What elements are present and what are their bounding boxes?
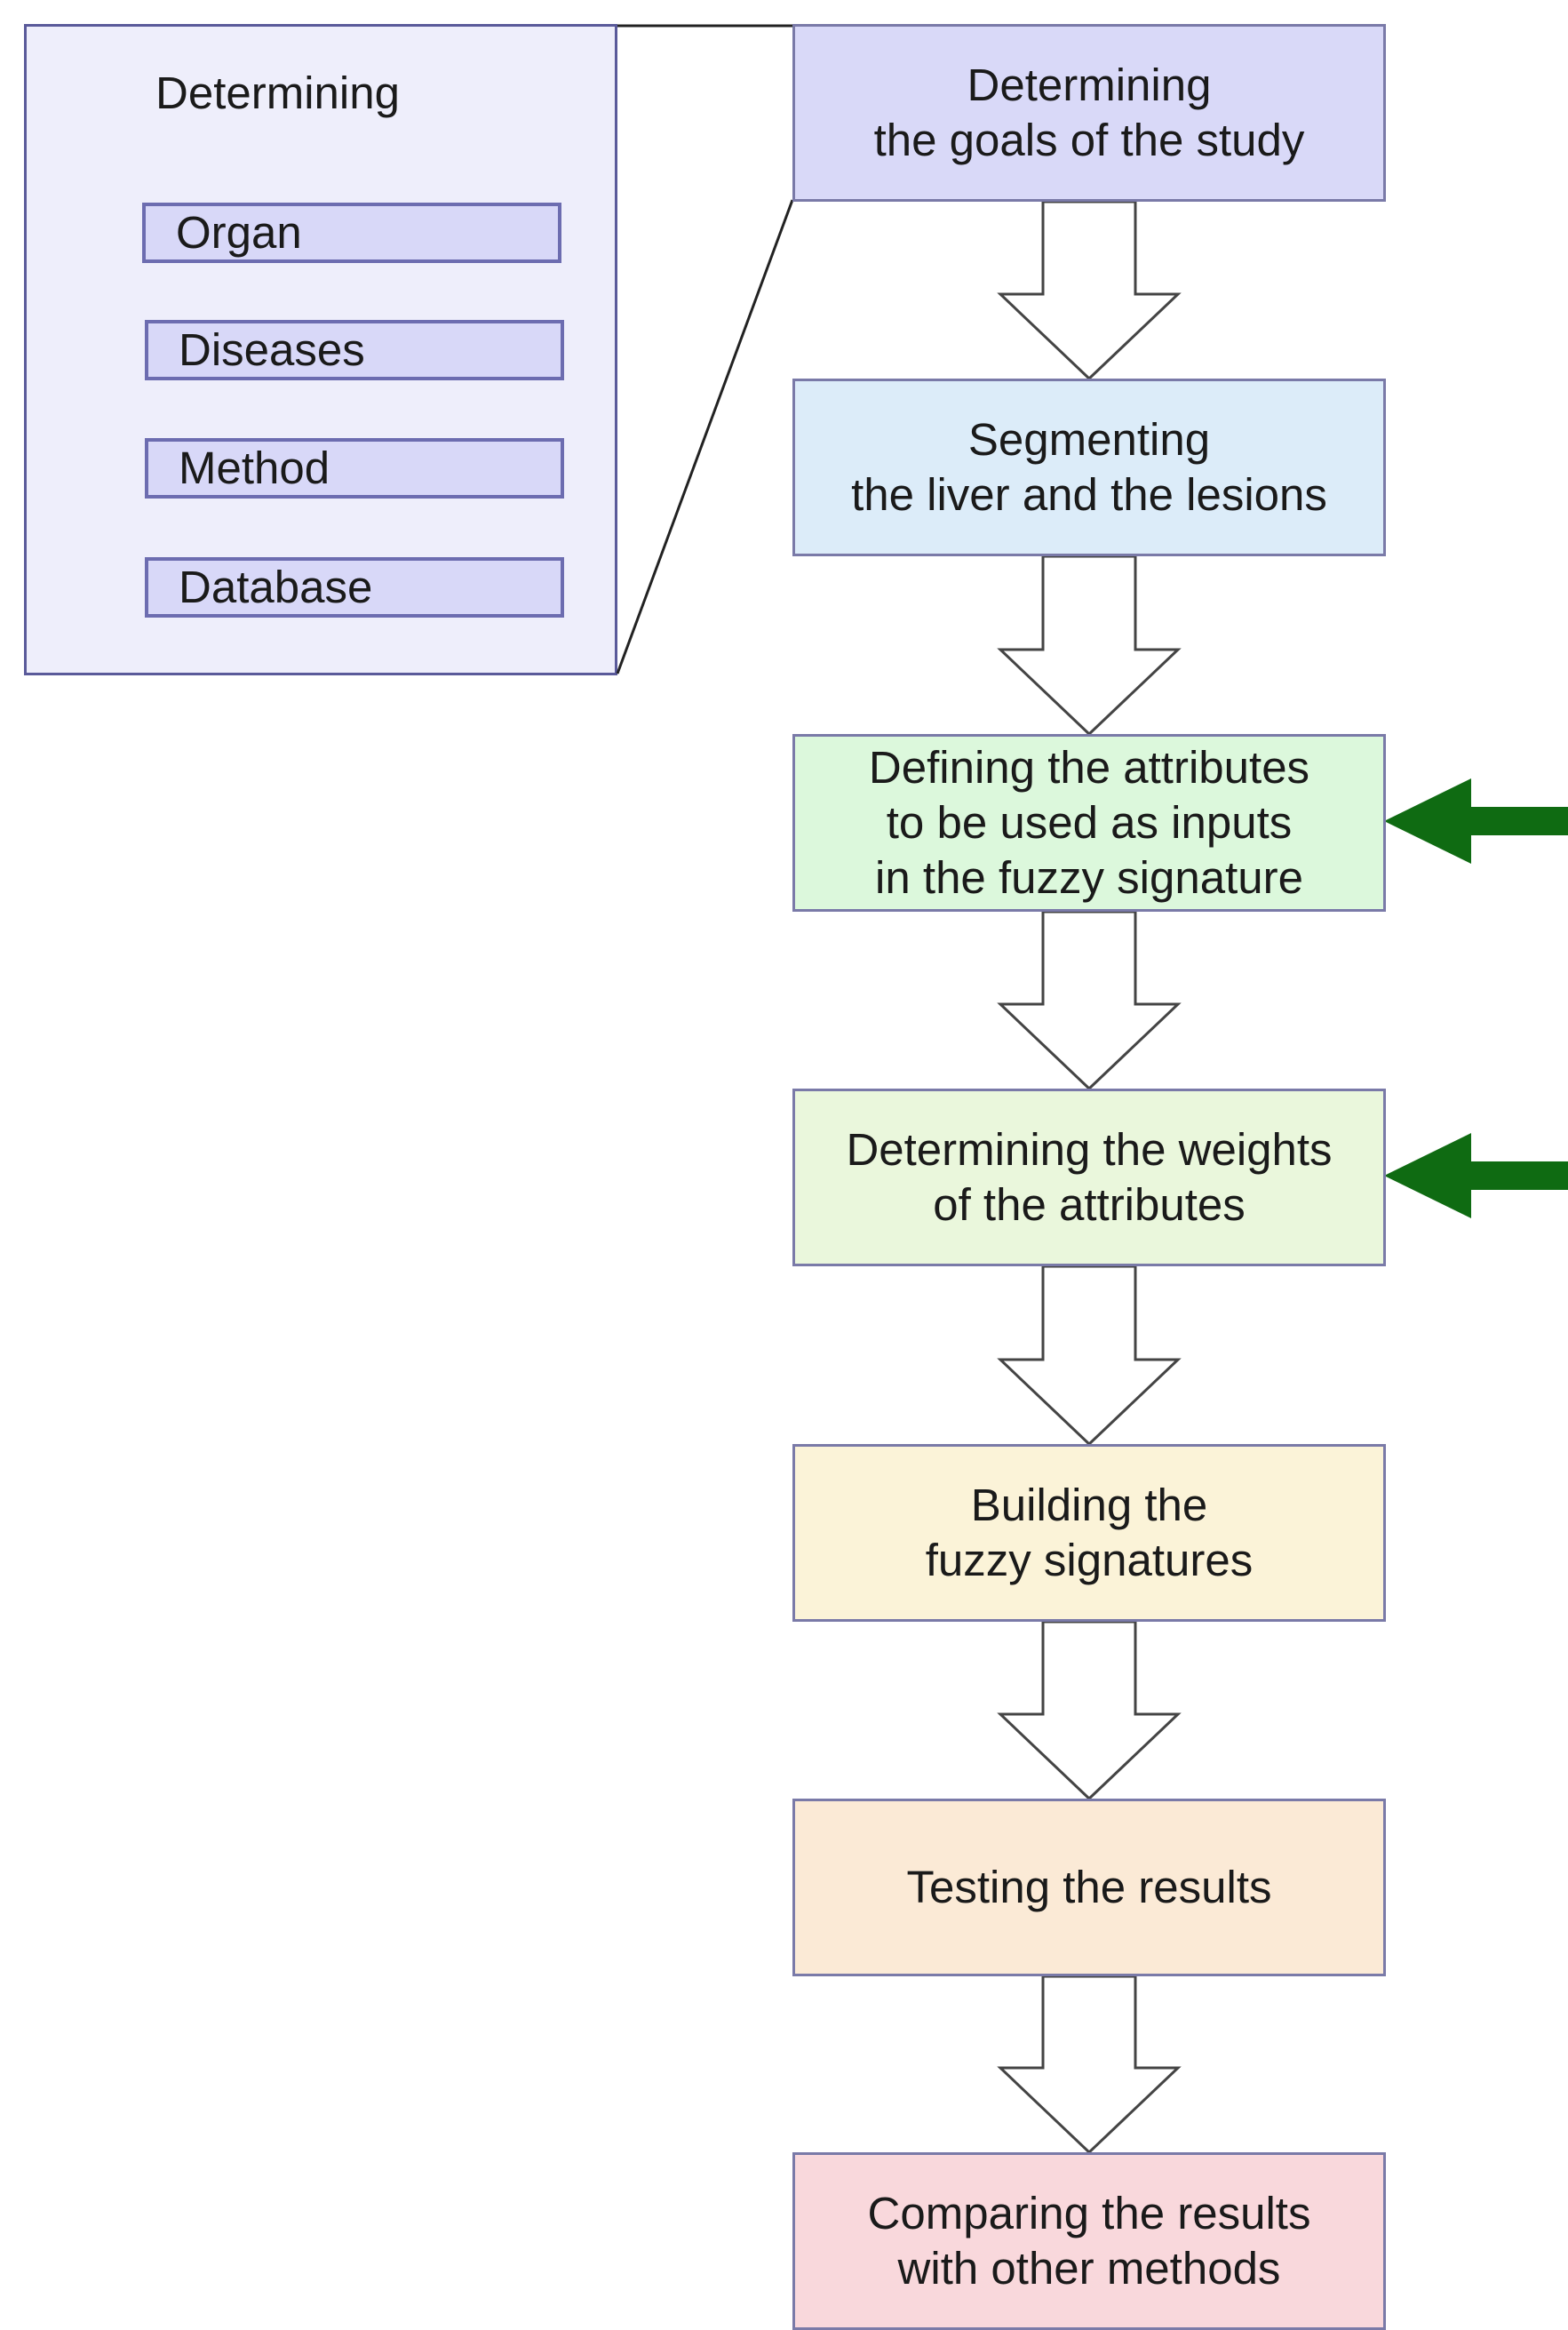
detail-item-method: Method (145, 438, 564, 499)
connector-bottom-line (616, 199, 794, 674)
flow-arrow (997, 555, 1182, 737)
step-label-line: Segmenting (967, 414, 1211, 465)
highlight-arrow-attributes (1384, 778, 1568, 864)
step-determining-goals: Determining the goals of the study (792, 24, 1386, 202)
detail-title: Determining (155, 68, 400, 118)
flow-arrow (997, 910, 1182, 1091)
flow-arrow (997, 1265, 1182, 1447)
detail-item-diseases: Diseases (145, 320, 564, 380)
step-building-signatures: Building the fuzzy signatures (792, 1444, 1386, 1622)
step-label-line: Determining the weights (846, 1124, 1333, 1175)
step-label-line: fuzzy signatures (925, 1535, 1254, 1585)
step-label-line: Building the (970, 1480, 1208, 1530)
highlight-arrow-weights (1384, 1133, 1568, 1218)
step-label-line: the goals of the study (873, 115, 1305, 165)
step-label-line: with other methods (897, 2243, 1281, 2294)
step-determining-weights: Determining the weights of the attribute… (792, 1089, 1386, 1266)
flow-arrow (997, 1975, 1182, 2155)
step-label-line: Testing the results (906, 1862, 1272, 1912)
step-comparing-results: Comparing the results with other methods (792, 2152, 1386, 2330)
flow-arrow (997, 200, 1182, 381)
step-label-line: to be used as inputs (886, 797, 1293, 848)
step-label-line: Comparing the results (867, 2188, 1311, 2238)
detail-panel: Determining Organ Diseases Method Databa… (24, 24, 617, 675)
step-segmenting: Segmenting the liver and the lesions (792, 379, 1386, 556)
step-label-line: Determining (967, 60, 1212, 110)
step-label-line: Defining the attributes (868, 742, 1310, 793)
step-testing-results: Testing the results (792, 1799, 1386, 1976)
detail-item-database: Database (145, 557, 564, 618)
flow-arrow (997, 1620, 1182, 1801)
step-label-line: of the attributes (933, 1179, 1246, 1230)
detail-item-organ: Organ (142, 203, 561, 263)
step-defining-attributes: Defining the attributes to be used as in… (792, 734, 1386, 912)
step-label-line: in the fuzzy signature (875, 852, 1303, 903)
step-label-line: the liver and the lesions (851, 469, 1327, 520)
